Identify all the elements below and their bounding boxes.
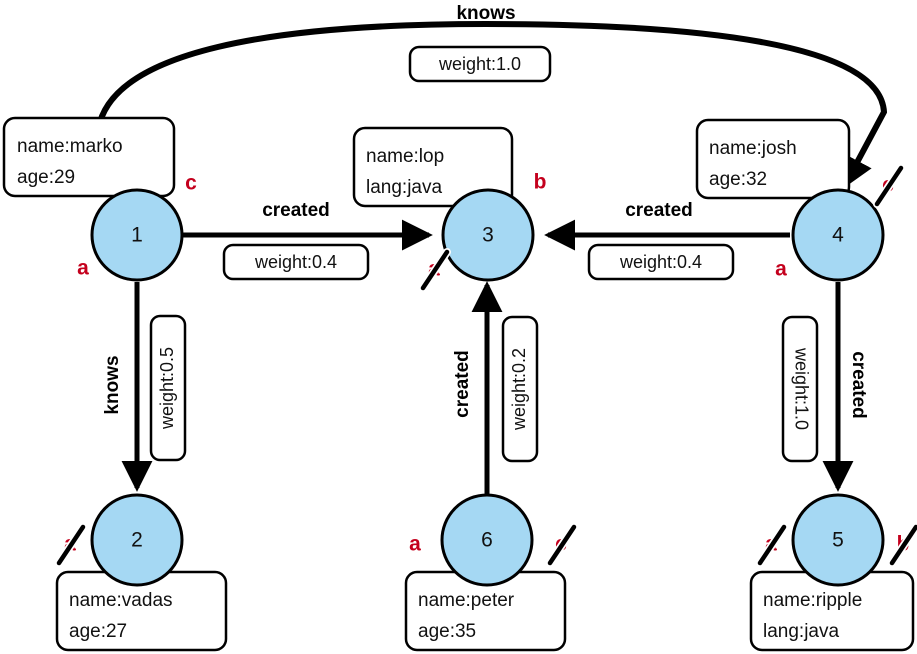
weight-label: weight:0.5 [157, 347, 177, 430]
edge-weight-badge[interactable]: weight:1.0 [408, 45, 552, 83]
node-circle [441, 188, 535, 282]
property-box-josh[interactable]: name:josh age:32 [695, 118, 851, 200]
marker-letter: c [185, 172, 197, 195]
edge-type-label: created [848, 351, 869, 419]
property-box-marko[interactable]: name:marko age:29 [2, 116, 176, 198]
node-2[interactable]: 2 [90, 493, 184, 587]
edge-weight-badge[interactable]: weight:0.4 [587, 243, 735, 281]
edge-created-6-3[interactable]: created weight:0.2 [450, 281, 539, 498]
property-line-age: age:35 [418, 621, 476, 642]
node-id-label: 5 [832, 529, 844, 552]
marker-node5-b-struck: b [888, 523, 917, 567]
property-box-frame [695, 118, 851, 200]
strike-slash [889, 524, 917, 566]
property-line-age: age:29 [17, 167, 75, 188]
edge-path-knows-1-4 [94, 20, 888, 189]
weight-box [408, 45, 552, 83]
node-4[interactable]: 4 [791, 188, 885, 282]
strike-slash [874, 165, 904, 207]
property-line-lang: lang:java [366, 177, 442, 198]
property-line-name: name:vadas [69, 590, 173, 611]
edge-created-1-3[interactable]: created weight:0.4 [182, 198, 433, 281]
node-id-label: 2 [131, 529, 143, 552]
weight-box [222, 243, 370, 281]
edge-type-label: created [625, 200, 693, 221]
marker-letter: a [409, 533, 421, 556]
marker-node2-a-struck: a [55, 523, 87, 567]
weight-box [501, 315, 539, 463]
edge-created-4-5[interactable]: created weight:1.0 [781, 282, 871, 492]
marker-node5-a-struck: a [756, 523, 788, 567]
strike-slash [547, 524, 577, 566]
edge-type-label: created [262, 200, 330, 221]
weight-label: weight:0.4 [619, 252, 702, 272]
edge-knows-1-4[interactable]: knows weight:1.0 [94, 1, 888, 189]
edge-type-label: knows [102, 355, 123, 414]
property-line-name: name:peter [418, 590, 515, 611]
edge-knows-1-2[interactable]: knows weight:0.5 [100, 282, 187, 492]
weight-label: weight:0.4 [254, 252, 337, 272]
property-box-ripple[interactable]: name:ripple lang:java [749, 570, 915, 652]
node-id-label: 3 [482, 224, 494, 247]
strike-slash [420, 249, 450, 291]
property-box-vadas[interactable]: name:vadas age:27 [55, 570, 228, 652]
marker-letter: a [775, 258, 787, 281]
property-line-lang: lang:java [763, 621, 839, 642]
edge-type-label: knows [456, 3, 515, 24]
weight-box [781, 315, 819, 463]
weight-label: weight:1.0 [791, 347, 811, 430]
marker-node6-a: a [408, 531, 422, 556]
marker-node3-a-struck: a [419, 248, 451, 292]
property-line-age: age:27 [69, 621, 127, 642]
node-circle [90, 188, 184, 282]
edge-weight-badge[interactable]: weight:0.5 [149, 314, 187, 462]
weight-label: weight:0.2 [509, 348, 529, 431]
node-3[interactable]: 3 [441, 188, 535, 282]
node-6[interactable]: 6 [440, 493, 534, 587]
marker-node1-c: c [184, 170, 198, 195]
node-5[interactable]: 5 [791, 493, 885, 587]
strike-slash [56, 524, 86, 566]
marker-letter: b [534, 171, 547, 194]
property-box-frame [2, 116, 176, 198]
edge-weight-badge[interactable]: weight:0.4 [222, 243, 370, 281]
weight-box [587, 243, 735, 281]
edge-created-4-3[interactable]: created weight:0.4 [544, 198, 790, 281]
node-id-label: 6 [481, 529, 493, 552]
property-box-frame [352, 126, 514, 208]
property-box-peter[interactable]: name:peter age:35 [404, 570, 567, 652]
node-circle [90, 493, 184, 587]
edge-weight-badge[interactable]: weight:1.0 [781, 315, 819, 463]
property-line-name: name:lop [366, 146, 444, 167]
edge-weight-badge[interactable]: weight:0.2 [501, 315, 539, 463]
weight-label: weight:1.0 [438, 54, 521, 74]
marker-letter: a [77, 257, 89, 280]
node-1[interactable]: 1 [90, 188, 184, 282]
edge-type-label: created [452, 350, 473, 418]
weight-box [149, 314, 187, 462]
property-line-age: age:32 [709, 169, 767, 190]
property-line-name: name:marko [17, 136, 123, 157]
property-line-name: name:josh [709, 138, 797, 159]
node-id-label: 1 [131, 224, 143, 247]
node-id-label: 4 [832, 224, 844, 247]
node-circle [791, 188, 885, 282]
strike-slash [757, 524, 787, 566]
marker-node4-c-struck: c [873, 164, 905, 208]
node-circle [791, 493, 885, 587]
property-line-name: name:ripple [763, 590, 862, 611]
marker-node4-a: a [774, 256, 788, 281]
marker-node1-a: a [76, 255, 90, 280]
marker-node6-c-struck: c [546, 523, 578, 567]
property-box-lop[interactable]: name:lop lang:java [352, 126, 514, 208]
node-circle [440, 493, 534, 587]
marker-node3-b: b [532, 169, 547, 194]
